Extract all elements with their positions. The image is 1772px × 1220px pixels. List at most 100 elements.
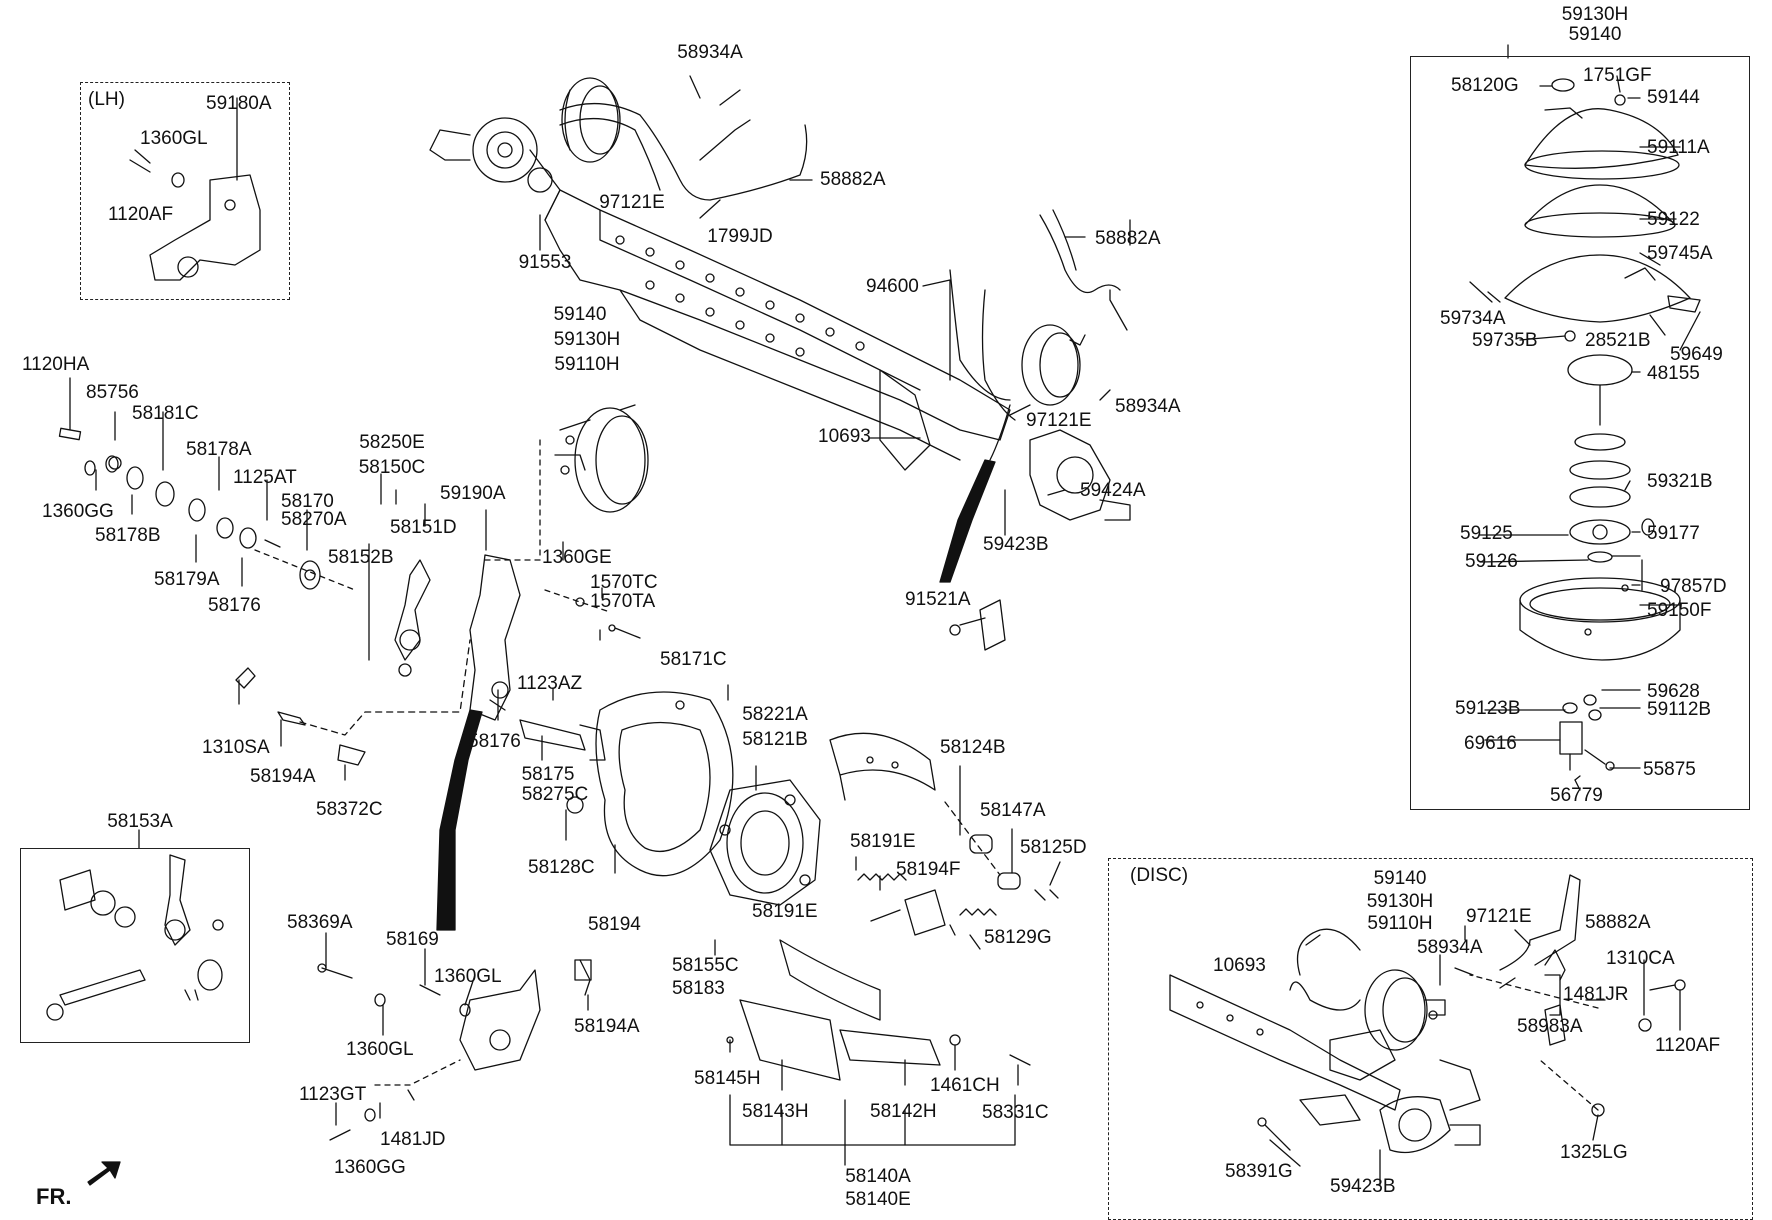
part-label[interactable]: 58120G <box>1451 75 1519 96</box>
part-label[interactable]: 59140 <box>1373 868 1427 889</box>
part-label[interactable]: 1325LG <box>1560 1142 1628 1163</box>
part-label[interactable]: 58882A <box>1095 228 1161 249</box>
part-label[interactable]: 59423B <box>983 534 1049 555</box>
part-label[interactable]: 58176 <box>208 595 261 616</box>
part-label[interactable]: 59130H <box>553 329 621 350</box>
part-label[interactable]: 10693 <box>818 426 871 447</box>
part-label[interactable]: 59110H <box>1367 913 1433 934</box>
part-label[interactable]: 59735B <box>1472 330 1538 351</box>
part-label[interactable]: 58124B <box>940 737 1006 758</box>
part-label[interactable]: 58221A <box>742 704 808 725</box>
part-label[interactable]: 58250E <box>359 432 425 453</box>
part-label[interactable]: 59190A <box>440 483 506 504</box>
part-label[interactable]: 58194A <box>250 766 316 787</box>
part-label[interactable]: 59110H <box>554 354 620 375</box>
part-label[interactable]: 1120HA <box>22 354 90 375</box>
part-label[interactable]: 58142H <box>870 1101 937 1122</box>
part-label[interactable]: 59649 <box>1670 344 1723 365</box>
part-label[interactable]: 58194 <box>588 914 641 935</box>
part-label[interactable]: 1120AF <box>1655 1035 1721 1056</box>
part-label[interactable]: 1481JD <box>380 1129 446 1150</box>
part-label[interactable]: 58140A <box>845 1166 911 1187</box>
part-label[interactable]: 59123B <box>1455 698 1521 719</box>
part-label[interactable]: 58391G <box>1225 1161 1293 1182</box>
part-label[interactable]: 59140 <box>553 304 607 325</box>
part-label[interactable]: 58983A <box>1517 1016 1583 1037</box>
part-label[interactable]: 58179A <box>154 569 220 590</box>
part-label[interactable]: 58183 <box>672 978 725 999</box>
part-label[interactable]: 1799JD <box>707 226 773 247</box>
part-label[interactable]: 59734A <box>1440 308 1506 329</box>
part-label[interactable]: 1125AT <box>233 467 297 488</box>
part-label[interactable]: 58934A <box>677 42 743 63</box>
part-label[interactable]: 59150F <box>1647 600 1712 621</box>
part-label[interactable]: 58882A <box>820 169 886 190</box>
part-label[interactable]: 56779 <box>1550 785 1603 806</box>
part-label[interactable]: 58145H <box>694 1068 761 1089</box>
part-label[interactable]: 58140E <box>845 1189 911 1210</box>
part-label[interactable]: 1310CA <box>1606 948 1675 969</box>
part-label[interactable]: 58129G <box>984 927 1052 948</box>
part-label[interactable]: 85756 <box>86 382 139 403</box>
part-label[interactable]: 91553 <box>518 252 572 273</box>
part-label[interactable]: 1481JR <box>1563 984 1629 1005</box>
part-label[interactable]: 59125 <box>1460 523 1513 544</box>
part-label[interactable]: 58170 <box>281 491 334 512</box>
part-label[interactable]: 58176 <box>468 731 521 752</box>
part-label[interactable]: 58372C <box>316 799 383 820</box>
part-label[interactable]: 58128C <box>528 857 595 878</box>
part-label[interactable]: 58191E <box>850 831 916 852</box>
part-label[interactable]: 58934A <box>1417 937 1483 958</box>
part-label[interactable]: 59140 <box>1568 24 1622 45</box>
part-label[interactable]: 58181C <box>132 403 199 424</box>
part-label[interactable]: 59628 <box>1647 681 1700 702</box>
part-label[interactable]: 59122 <box>1647 209 1700 230</box>
part-label[interactable]: 1360GL <box>434 966 502 987</box>
part-label[interactable]: 58151D <box>390 517 457 538</box>
part-label[interactable]: 58178B <box>95 525 161 546</box>
part-label[interactable]: 58191E <box>752 901 818 922</box>
part-label[interactable]: 1360GL <box>346 1039 414 1060</box>
part-label[interactable]: 97121E <box>1026 410 1092 431</box>
part-label[interactable]: 59130H <box>1561 4 1629 25</box>
part-label[interactable]: 1120AF <box>108 204 174 225</box>
part-label[interactable]: 59144 <box>1647 87 1700 108</box>
part-label[interactable]: 55875 <box>1643 759 1696 780</box>
part-label[interactable]: 97121E <box>1466 906 1532 927</box>
part-label[interactable]: 1360GE <box>542 547 612 568</box>
part-label[interactable]: 94600 <box>866 276 919 297</box>
part-label[interactable]: 59130H <box>1366 891 1434 912</box>
part-label[interactable]: 58934A <box>1115 396 1181 417</box>
part-label[interactable]: 59321B <box>1647 471 1713 492</box>
part-label[interactable]: 1570TA <box>590 591 656 612</box>
part-label[interactable]: 59177 <box>1647 523 1700 544</box>
part-label[interactable]: 59112B <box>1647 699 1712 720</box>
part-label[interactable]: 58178A <box>186 439 252 460</box>
part-label[interactable]: 97121E <box>599 192 665 213</box>
part-label[interactable]: 1751GF <box>1583 65 1652 86</box>
part-label[interactable]: 59424A <box>1080 480 1146 501</box>
part-label[interactable]: 58882A <box>1585 912 1651 933</box>
part-label[interactable]: 48155 <box>1647 363 1700 384</box>
part-label[interactable]: 59423B <box>1330 1176 1396 1197</box>
part-label[interactable]: 1461CH <box>930 1075 1000 1096</box>
part-label[interactable]: 58152B <box>328 547 394 568</box>
part-label[interactable]: 59126 <box>1465 551 1518 572</box>
part-label[interactable]: 58171C <box>660 649 727 670</box>
part-label[interactable]: 59111A <box>1647 137 1710 158</box>
part-label[interactable]: 28521B <box>1585 330 1651 351</box>
part-label[interactable]: 91521A <box>905 589 971 610</box>
part-label[interactable]: 1360GL <box>140 128 208 149</box>
part-label[interactable]: 97857D <box>1660 576 1727 597</box>
part-label[interactable]: 58143H <box>742 1101 809 1122</box>
part-label[interactable]: 58125D <box>1020 837 1087 858</box>
part-label[interactable]: 59180A <box>206 93 272 114</box>
part-label[interactable]: 58153A <box>107 811 173 832</box>
part-label[interactable]: 58270A <box>281 509 347 530</box>
part-label[interactable]: 58155C <box>672 955 739 976</box>
part-label[interactable]: 59745A <box>1647 243 1713 264</box>
part-label[interactable]: 58331C <box>982 1102 1049 1123</box>
part-label[interactable]: 1310SA <box>202 737 270 758</box>
part-label[interactable]: 58369A <box>287 912 353 933</box>
part-label[interactable]: 1123GT <box>299 1084 367 1105</box>
